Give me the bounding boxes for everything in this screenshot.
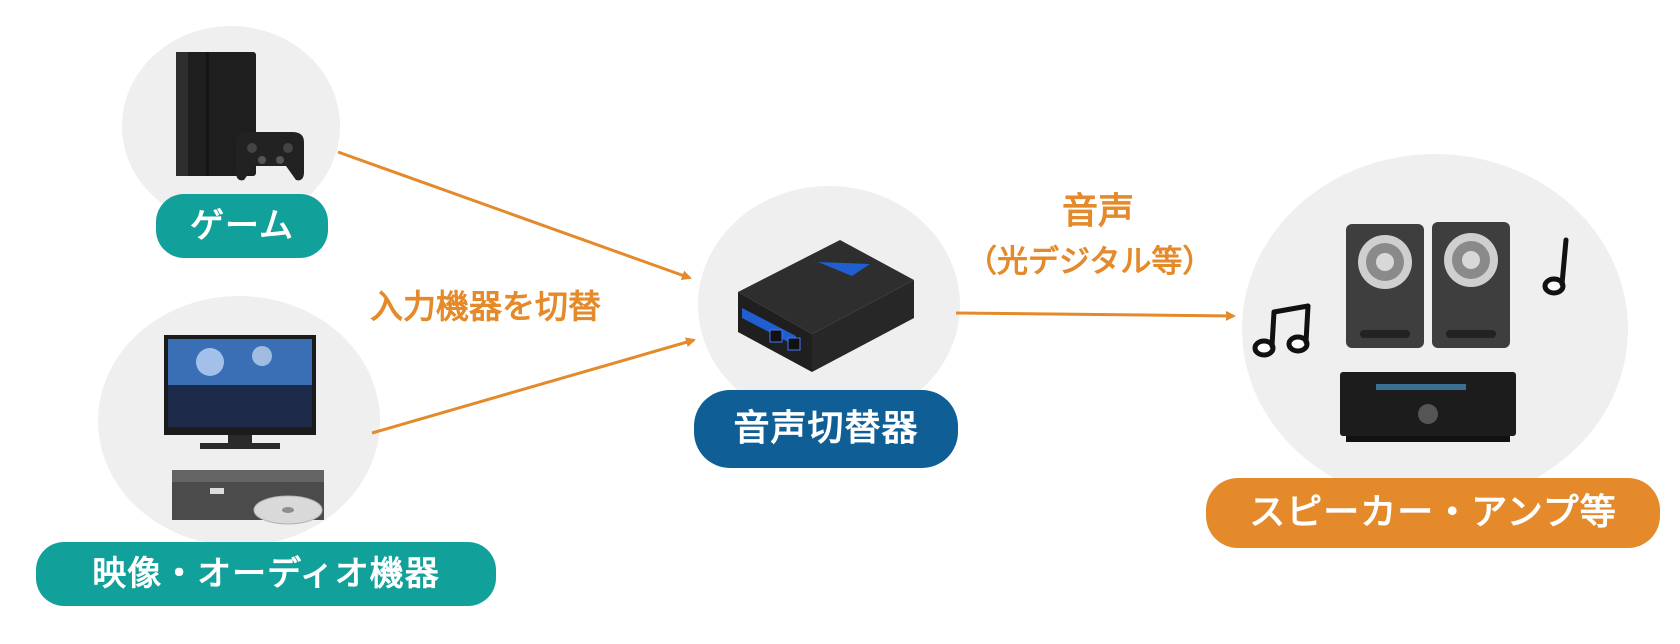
speakers-and-amplifier-icon (1340, 222, 1516, 442)
arrow-game-to-switcher (337, 150, 692, 281)
input-switch-label: 入力機器を切替 (370, 287, 601, 326)
switcher-node-label: 音声切替器 (694, 390, 958, 468)
music-note-icon (1542, 237, 1569, 296)
arrow-av-to-switcher (371, 337, 696, 435)
arrow-switcher-to-speaker (955, 310, 1236, 321)
game-console-icon (176, 52, 304, 181)
music-note-icon (1252, 303, 1311, 358)
audio-output-label: 音声 (1062, 191, 1135, 232)
audio-switcher-icon (738, 240, 914, 372)
tv-and-disc-player-icon (164, 335, 324, 525)
audio-output-sublabel: （光デジタル等） (966, 244, 1214, 280)
speaker-node-label: スピーカー・アンプ等 (1206, 478, 1660, 548)
av-node-label: 映像・オーディオ機器 (36, 542, 496, 606)
game-node-label: ゲーム (156, 194, 328, 258)
